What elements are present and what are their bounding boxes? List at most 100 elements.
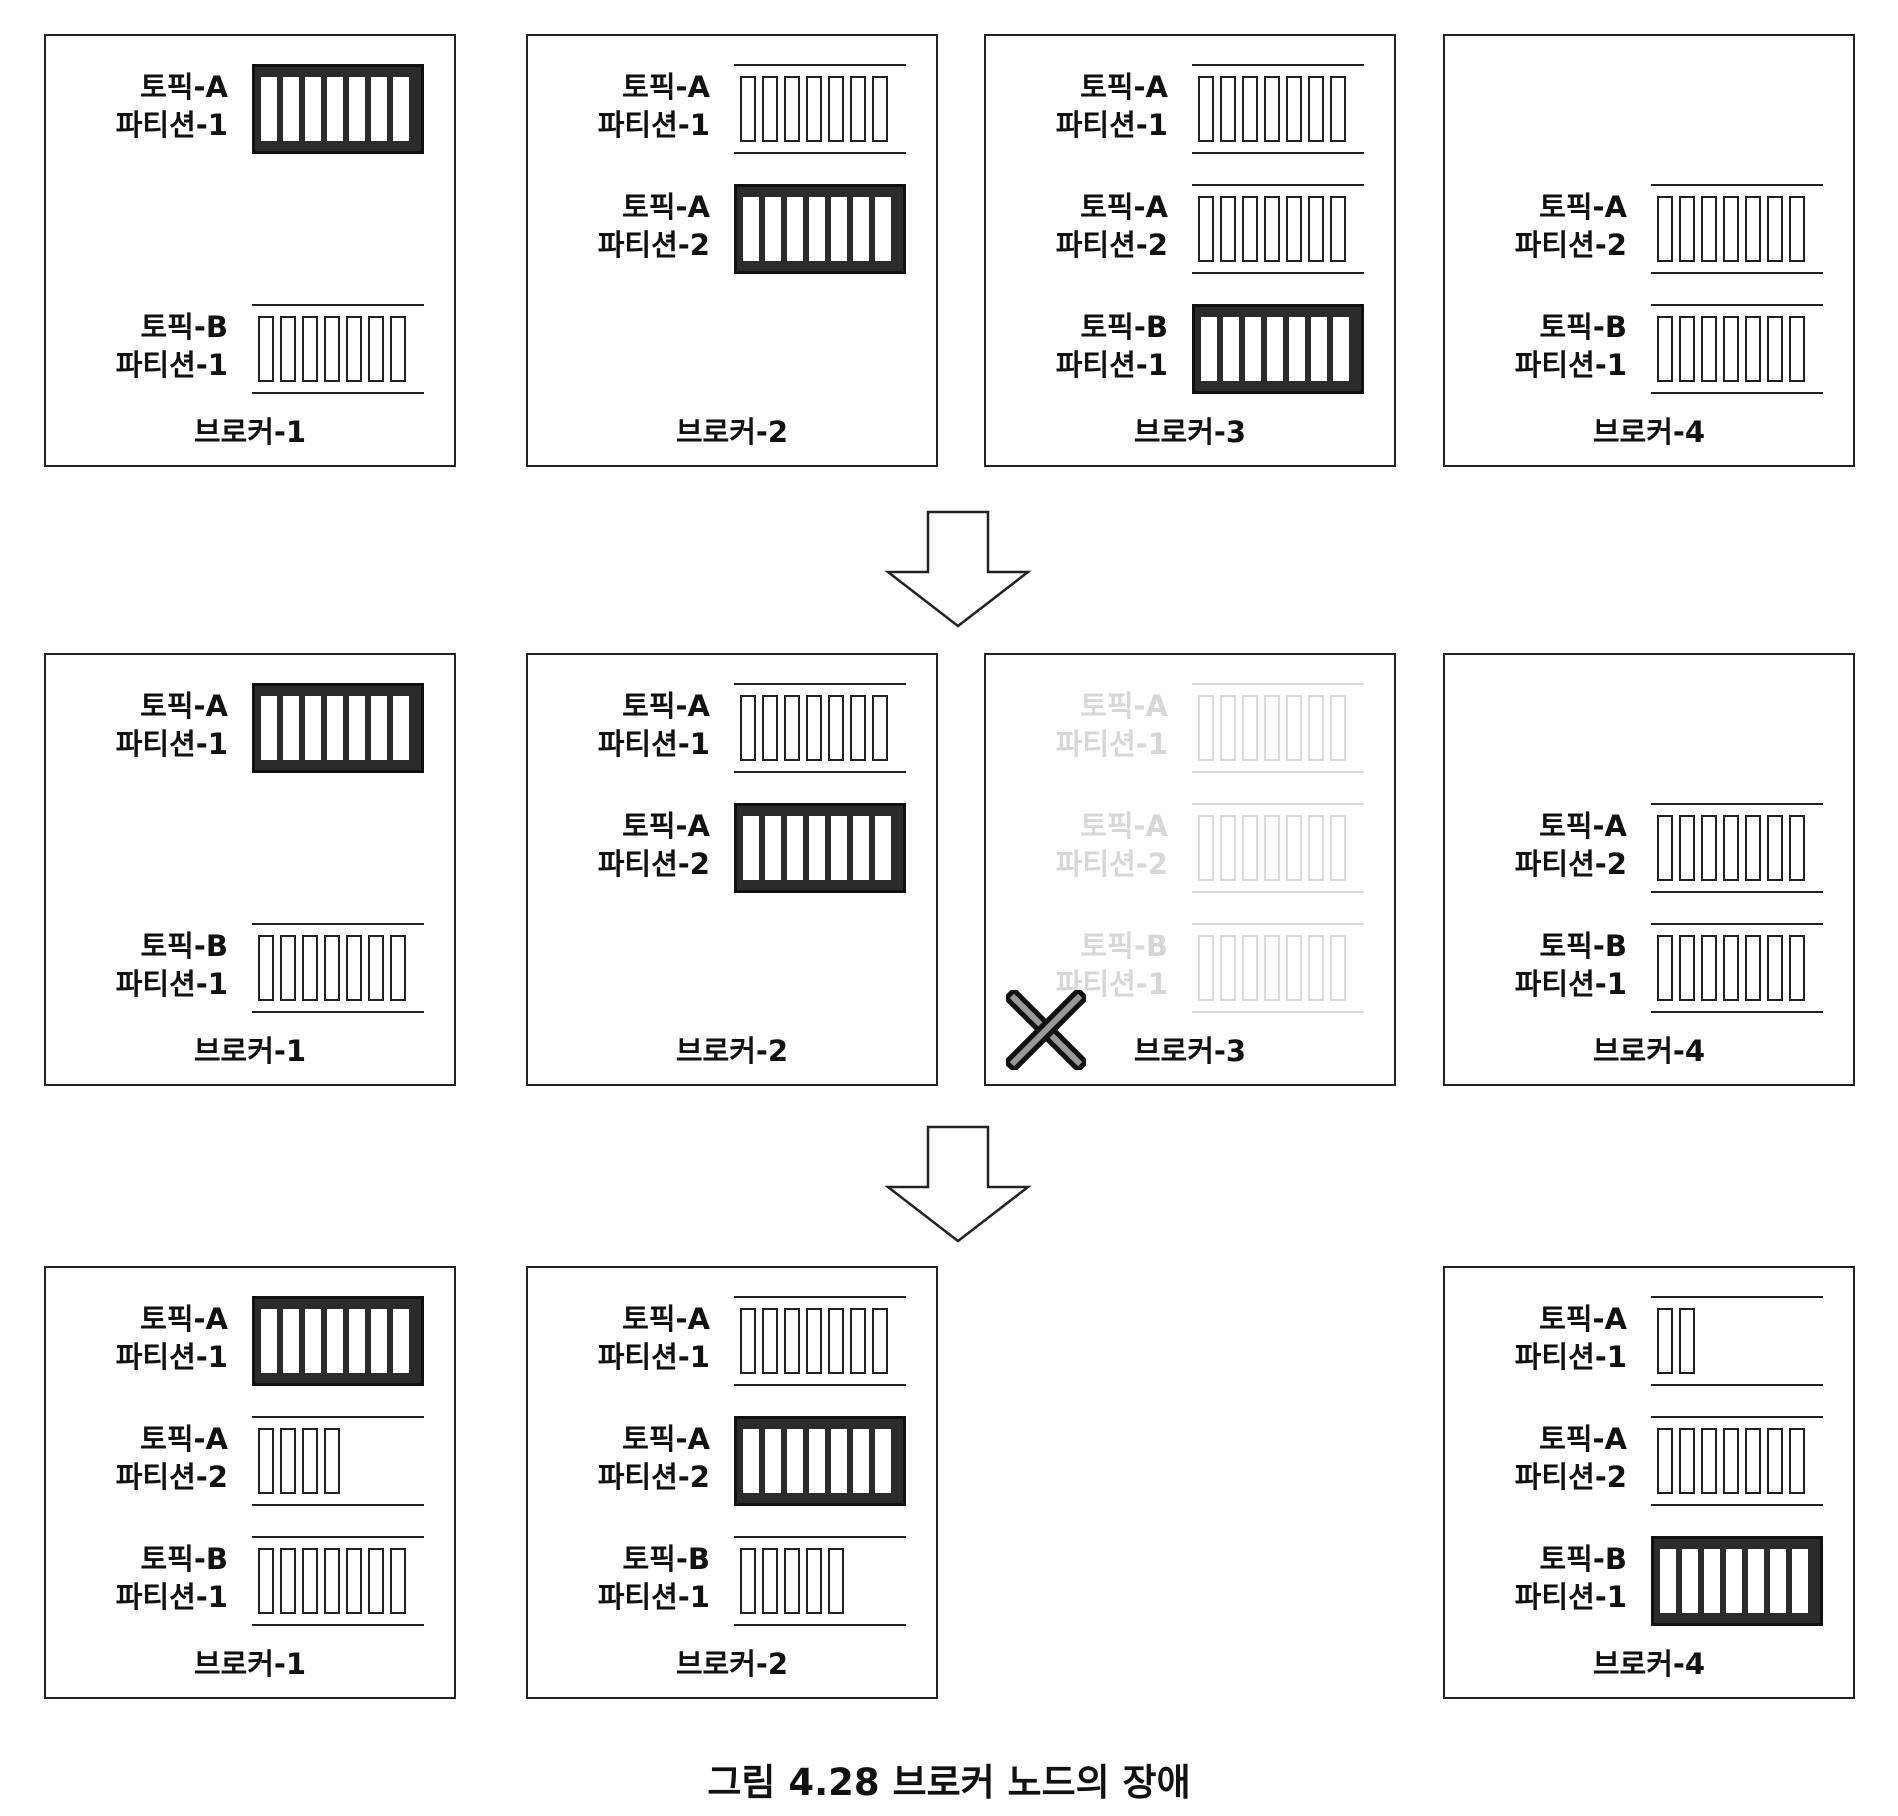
message-cell: [349, 77, 365, 141]
message-cell: [1657, 1428, 1673, 1494]
follower-log: [734, 683, 906, 773]
topic-name: 토픽-A: [622, 190, 710, 224]
topic-name: 토픽-A: [140, 1422, 228, 1456]
follower-log: [1651, 184, 1823, 274]
message-cell: [809, 197, 825, 261]
message-cell: [762, 76, 778, 142]
broker-name: 브로커-3: [1133, 1034, 1247, 1068]
partition-replica: 토픽-A 파티션-2: [1445, 184, 1857, 274]
message-cell: [302, 1428, 318, 1494]
message-cell: [1311, 317, 1327, 381]
broker-name: 브로커-1: [193, 1034, 307, 1068]
topic-name: 토픽-B: [140, 1542, 228, 1576]
message-cell: [853, 197, 869, 261]
leader-log: [252, 1296, 424, 1386]
partition-name: 파티션-1: [1514, 348, 1627, 382]
message-cell: [1679, 196, 1695, 262]
message-cell: [371, 696, 387, 760]
broker-name: 브로커-4: [1592, 1647, 1706, 1681]
broker-name: 브로커-1: [193, 1647, 307, 1681]
message-cell: [850, 1308, 866, 1374]
partition-name: 파티션-2: [1055, 228, 1168, 262]
message-cell: [762, 1308, 778, 1374]
follower-log: [1651, 1416, 1823, 1506]
message-cell: [305, 1309, 321, 1373]
follower-log: [1192, 64, 1364, 154]
message-cell: [853, 816, 869, 880]
follower-log: [1651, 1296, 1823, 1386]
message-cell: [261, 696, 277, 760]
message-cell: [1198, 196, 1214, 262]
message-cell: [1789, 316, 1805, 382]
message-cell: [765, 197, 781, 261]
partition-name: 파티션-2: [597, 847, 710, 881]
message-cell: [349, 696, 365, 760]
message-cell: [875, 816, 891, 880]
message-cell: [875, 197, 891, 261]
follower-log: [252, 1536, 424, 1626]
topic-name: 토픽-B: [622, 1542, 710, 1576]
message-cell: [1242, 815, 1258, 881]
message-cell: [280, 1548, 296, 1614]
message-cell: [1679, 1308, 1695, 1374]
partition-name: 파티션-2: [1514, 1460, 1627, 1494]
leader-log: [734, 803, 906, 893]
partition-name: 파티션-2: [1514, 847, 1627, 881]
message-cell: [324, 1548, 340, 1614]
message-cell: [809, 1429, 825, 1493]
message-cell: [784, 76, 800, 142]
partition-name: 파티션-2: [1514, 228, 1627, 262]
message-cell: [1723, 316, 1739, 382]
partition-name: 파티션-1: [1055, 348, 1168, 382]
topic-name: 토픽-A: [1080, 190, 1168, 224]
message-cell: [1242, 76, 1258, 142]
broker-name: 브로커-3: [1133, 415, 1247, 449]
message-cell: [1308, 76, 1324, 142]
message-cell: [1264, 935, 1280, 1001]
message-cell: [831, 816, 847, 880]
broker-name: 브로커-2: [675, 1647, 789, 1681]
message-cell: [368, 935, 384, 1001]
partition-name: 파티션-2: [1055, 847, 1168, 881]
message-cell: [1220, 815, 1236, 881]
topic-name: 토픽-A: [1539, 190, 1627, 224]
message-cell: [831, 1429, 847, 1493]
message-cell: [283, 77, 299, 141]
message-cell: [1308, 196, 1324, 262]
message-cell: [368, 316, 384, 382]
follower-log: [734, 64, 906, 154]
message-cell: [1682, 1549, 1698, 1613]
message-cell: [1286, 815, 1302, 881]
message-cell: [765, 816, 781, 880]
message-cell: [327, 77, 343, 141]
partition-name: 파티션-1: [597, 108, 710, 142]
message-cell: [806, 76, 822, 142]
message-cell: [327, 696, 343, 760]
message-cell: [258, 1548, 274, 1614]
message-cell: [1330, 935, 1346, 1001]
topic-name: 토픽-A: [140, 689, 228, 723]
message-cell: [1789, 815, 1805, 881]
topic-name: 토픽-A: [1080, 689, 1168, 723]
